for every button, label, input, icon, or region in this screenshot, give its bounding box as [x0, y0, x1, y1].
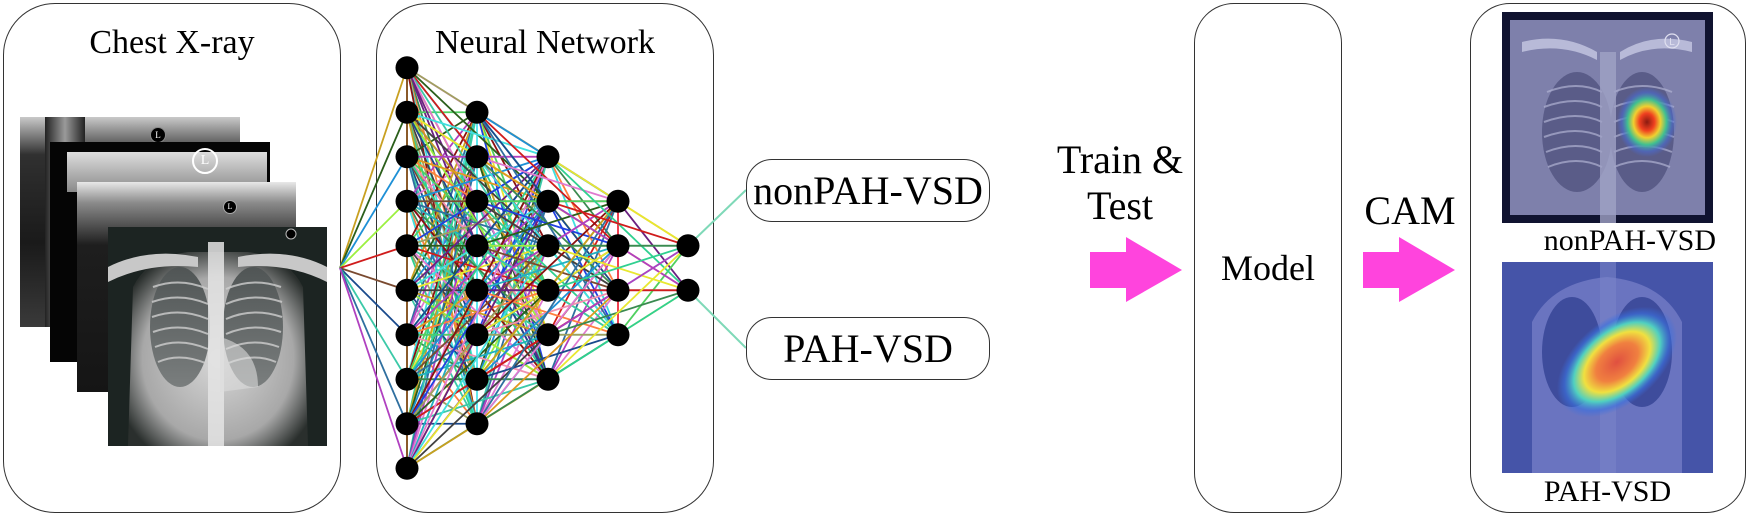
xray-image-4 — [108, 227, 327, 446]
network-edge — [476, 200, 619, 336]
side-marker-icon: L — [192, 148, 218, 174]
neuron-node-layer-4 — [606, 278, 630, 302]
class-label-text: PAH-VSD — [783, 326, 953, 371]
neuron-node-layer-2 — [465, 189, 489, 213]
neuron-node-layer-3 — [536, 234, 560, 258]
neuron-node-layer-1 — [395, 412, 419, 436]
neuron-node-layer-1 — [395, 100, 419, 124]
input-edge — [339, 111, 408, 269]
neuron-node-layer-2 — [465, 278, 489, 302]
network-edge — [406, 245, 549, 469]
input-edge — [339, 200, 408, 269]
chest-xray-title: Chest X-ray — [89, 24, 255, 61]
neuron-node-layer-1 — [395, 189, 419, 213]
neuron-node-layer-5 — [676, 234, 700, 258]
cam-caption-nonpah-vsd: nonPAH-VSD — [1543, 224, 1716, 257]
class-label-nonpah-vsd: nonPAH-VSD — [746, 159, 990, 222]
cam-image-nonpah-vsd: L — [1502, 12, 1713, 223]
network-edge — [406, 156, 549, 291]
input-edge — [339, 244, 408, 269]
model-box: Model — [1194, 3, 1342, 513]
train-test-label: Train & Test — [1045, 137, 1195, 229]
neuron-node-layer-4 — [606, 234, 630, 258]
network-edge — [406, 155, 549, 203]
neuron-node-layer-2 — [465, 145, 489, 169]
neuron-node-layer-1 — [395, 456, 419, 480]
network-edge — [406, 111, 549, 158]
test-label: Test — [1086, 183, 1154, 228]
network-edge — [476, 155, 619, 203]
output-link-pah — [687, 289, 747, 349]
neuron-node-layer-1 — [395, 367, 419, 391]
neuron-node-layer-4 — [606, 323, 630, 347]
network-edge — [406, 334, 549, 469]
cam-image-pah-vsd — [1502, 262, 1713, 473]
neuron-node-layer-3 — [536, 323, 560, 347]
input-edge — [339, 267, 408, 469]
neuron-node-layer-2 — [465, 412, 489, 436]
class-label-text: nonPAH-VSD — [753, 168, 983, 213]
neuron-node-layer-5 — [676, 278, 700, 302]
network-edge — [547, 245, 689, 380]
network-edge — [547, 244, 689, 292]
neuron-node-layer-2 — [465, 323, 489, 347]
neuron-node-layer-2 — [465, 100, 489, 124]
neuron-node-layer-3 — [536, 367, 560, 391]
class-label-pah-vsd: PAH-VSD — [746, 317, 990, 380]
neuron-node-layer-2 — [465, 234, 489, 258]
network-edge — [406, 156, 549, 469]
input-edge — [339, 67, 408, 269]
input-edge — [339, 156, 408, 269]
cam-label: CAM — [1364, 188, 1456, 233]
side-marker-icon: L — [223, 200, 237, 214]
output-link-nonpah — [687, 189, 747, 247]
network-edge — [476, 289, 619, 425]
neuron-node-layer-1 — [395, 56, 419, 80]
neuron-node-layer-1 — [395, 145, 419, 169]
svg-text:L: L — [1669, 37, 1675, 48]
neuron-node-layer-1 — [395, 278, 419, 302]
network-edge — [406, 156, 549, 380]
side-marker-icon — [1664, 33, 1680, 49]
neuron-node-layer-3 — [536, 145, 560, 169]
input-edge — [339, 267, 408, 380]
network-edge — [476, 200, 619, 425]
neuron-node-layer-2 — [465, 367, 489, 391]
cam-caption-pah-vsd: PAH-VSD — [1543, 475, 1672, 508]
neuron-node-layer-3 — [536, 189, 560, 213]
input-edge — [339, 267, 408, 292]
neuron-node-layer-3 — [536, 278, 560, 302]
neural-network-title: Neural Network — [435, 24, 655, 61]
network-edge — [476, 200, 619, 247]
neuron-node-layer-4 — [606, 189, 630, 213]
network-edge — [547, 200, 689, 247]
neuron-node-layer-1 — [395, 234, 419, 258]
train-label: Train & — [1056, 137, 1184, 182]
neuron-node-layer-1 — [395, 323, 419, 347]
model-label: Model — [1221, 248, 1315, 288]
input-edge — [339, 267, 408, 425]
input-edge — [339, 267, 408, 336]
